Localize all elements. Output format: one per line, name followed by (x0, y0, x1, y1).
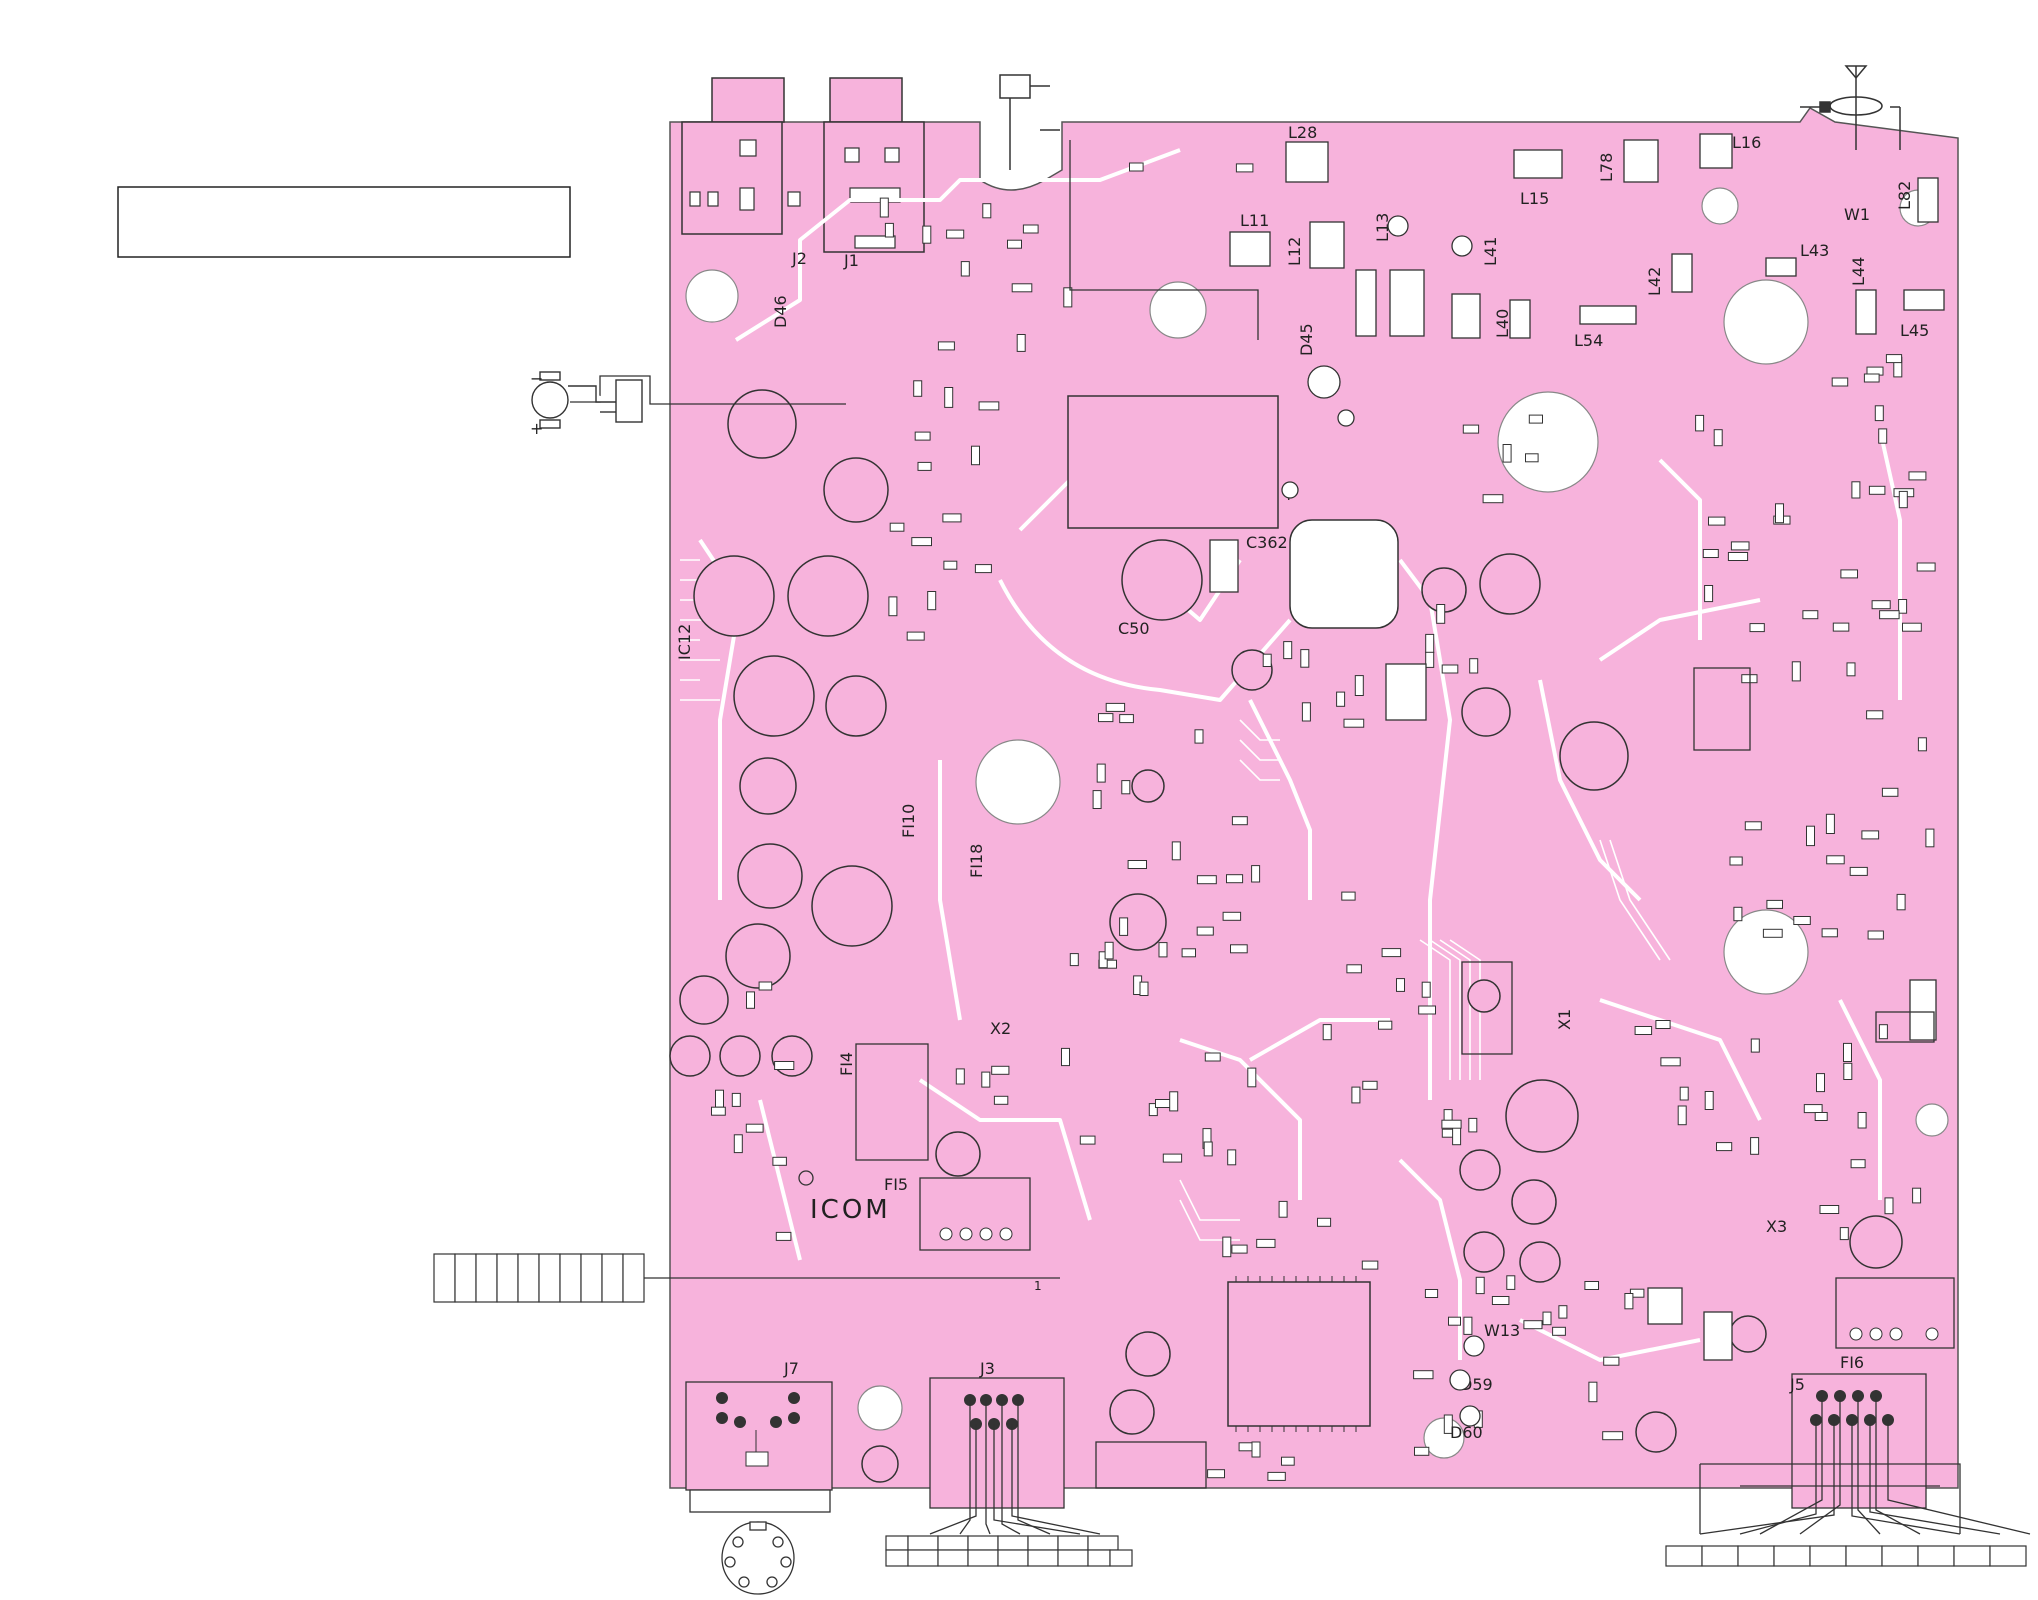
filters (855, 667, 1955, 1489)
mounting-holes (685, 187, 1949, 1459)
socket-j7 (685, 1381, 833, 1513)
label-c362: C362 (1246, 533, 1288, 552)
label-l13: L13 (1373, 213, 1392, 242)
socket-j5 (1791, 1373, 1927, 1509)
label-j2: J2 (791, 249, 807, 268)
label-d45: D45 (1297, 323, 1316, 356)
label-l11: L11 (1240, 211, 1269, 230)
main-ic-pins (1235, 1276, 1357, 1432)
label-x1: X1 (1555, 1009, 1574, 1030)
harness-wires (570, 140, 2031, 1535)
label-l40: L40 (1493, 309, 1512, 338)
ref-labels: J2 J1 D46 L28 L11 L12 L13 L41 L40 D45 L1… (530, 123, 1929, 1442)
label-l28: L28 (1288, 123, 1317, 142)
label-x3: X3 (1766, 1217, 1787, 1236)
test-points (1281, 215, 1485, 1427)
trace-network (698, 148, 1902, 1362)
shield-can (1067, 395, 1279, 529)
capacitors (669, 389, 1903, 1483)
title-box (117, 186, 571, 258)
label-l42: L42 (1645, 267, 1664, 296)
label-l54: L54 (1574, 331, 1603, 350)
label-j3: J3 (979, 1359, 995, 1378)
label-w1: W1 (1844, 205, 1870, 224)
label-mic-minus: − (530, 369, 543, 388)
antenna-symbol (1800, 65, 1901, 150)
label-j7: J7 (783, 1359, 799, 1378)
din-plug (721, 1521, 795, 1595)
rf-probe-connector (999, 74, 1060, 170)
label-ic12: IC12 (675, 624, 694, 660)
label-l12: L12 (1285, 237, 1304, 266)
inductors (1209, 133, 1945, 1361)
pcb-board (669, 107, 1959, 1489)
mic-symbol (531, 371, 643, 429)
label-fi18: FI18 (967, 844, 986, 878)
label-l16: L16 (1732, 133, 1761, 152)
bottom-connector-blocks (885, 1535, 2027, 1567)
label-fi10: FI10 (899, 804, 918, 838)
label-l15: L15 (1520, 189, 1549, 208)
filter-pins (939, 1227, 1939, 1341)
label-l44: L44 (1849, 257, 1868, 286)
jack-pads (689, 139, 901, 249)
label-x2: X2 (990, 1019, 1011, 1038)
label-fi5: FI5 (884, 1175, 908, 1194)
label-l45: L45 (1900, 321, 1929, 340)
left-connector-block (433, 1253, 645, 1303)
label-fi4: FI4 (837, 1052, 856, 1076)
label-j5: J5 (1789, 1375, 1805, 1394)
connector-housings (681, 77, 925, 253)
main-ic (1227, 1281, 1371, 1427)
label-l82: L82 (1895, 181, 1914, 210)
smd-components (711, 162, 1936, 1481)
label-l41: L41 (1481, 237, 1500, 266)
label-pin1: 1 (1034, 1279, 1042, 1293)
central-ic-pad (1289, 519, 1399, 629)
label-l78: L78 (1597, 153, 1616, 182)
label-d60: D60 (1450, 1423, 1483, 1442)
label-c50: C50 (1118, 619, 1150, 638)
brand-logo: ICOM (810, 1195, 891, 1225)
logo-dot (798, 1170, 814, 1186)
label-mic-plus: + (530, 419, 543, 438)
label-w13: W13 (1484, 1321, 1520, 1340)
label-j1: J1 (843, 251, 859, 270)
label-d46: D46 (771, 295, 790, 328)
label-l43: L43 (1800, 241, 1829, 260)
label-fi6: FI6 (1840, 1353, 1864, 1372)
socket-j3 (929, 1377, 1065, 1509)
